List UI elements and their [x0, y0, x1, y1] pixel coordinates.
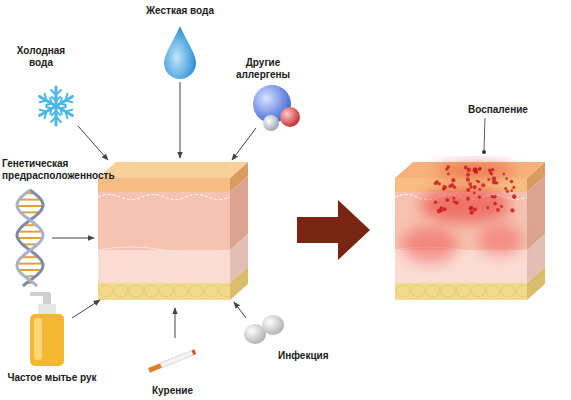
- factor-arrow: [234, 302, 246, 318]
- cigarette: [148, 349, 196, 372]
- skin-block: [395, 162, 545, 300]
- leader-dot: [482, 150, 486, 154]
- factor-label: Воспаление: [468, 104, 548, 116]
- factor-label: Частое мытье рук: [2, 372, 102, 384]
- factor-arrow: [175, 308, 176, 338]
- infection-germs: [244, 315, 284, 344]
- transition-arrow: [297, 200, 370, 260]
- factor-label: Жесткая вода: [135, 5, 225, 17]
- soap-bottle: [30, 292, 64, 366]
- factor-label: Другие аллергены: [222, 57, 304, 80]
- factor-label: Курение: [135, 385, 210, 397]
- factor-arrow: [232, 128, 256, 160]
- factor-arrow: [78, 126, 108, 160]
- snowflake: [37, 87, 75, 125]
- factor-arrow: [72, 300, 100, 318]
- skin-block: [98, 162, 248, 300]
- water-drop: [164, 26, 196, 79]
- leader-line: [484, 118, 485, 150]
- factor-arrow: [180, 82, 181, 158]
- factor-label: Холодная вода: [5, 45, 77, 68]
- allergen-molecule: [253, 85, 300, 131]
- factor-label: Генетическая предрасположенность: [2, 158, 127, 181]
- factor-arrow: [52, 238, 94, 239]
- dna-helix: [17, 190, 43, 286]
- factor-label: Инфекция: [278, 350, 348, 362]
